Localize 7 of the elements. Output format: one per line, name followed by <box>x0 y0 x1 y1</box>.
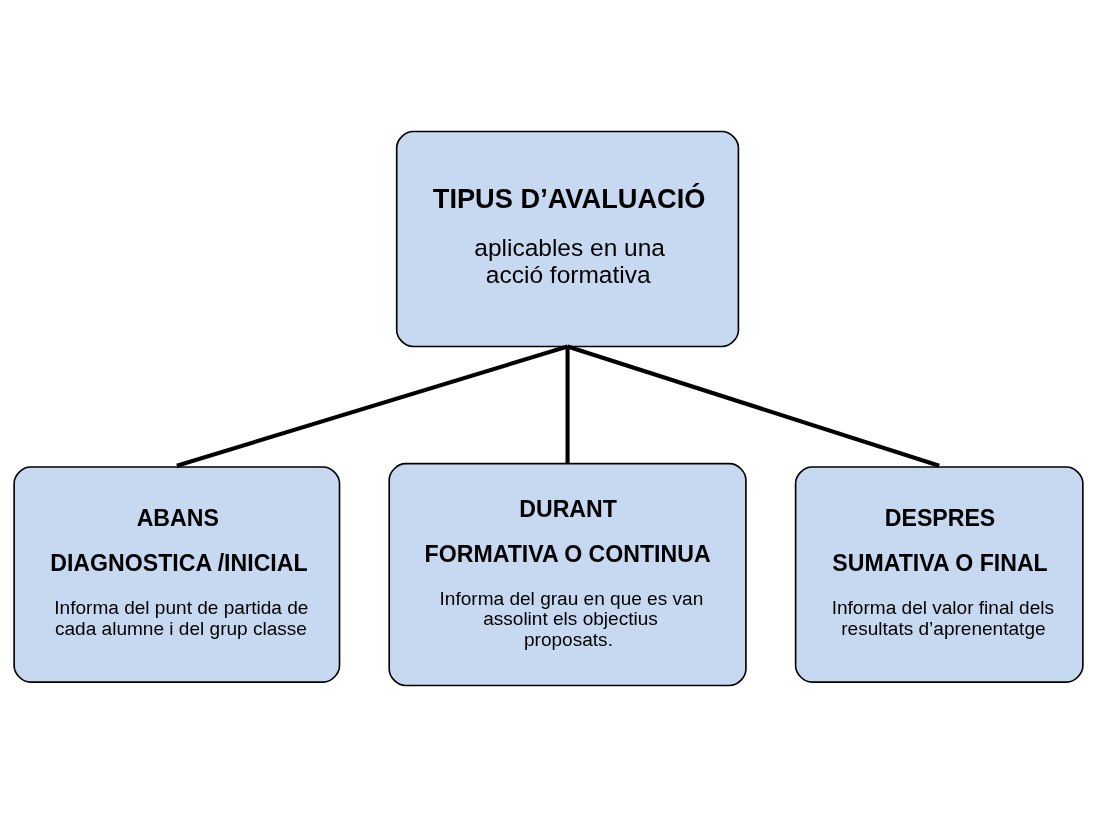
node-box: ABANS DIAGNOSTICA /INICIAL Informa del punt de partida de cada alumne i del grup classe <box>13 465 341 683</box>
node-box: DESPRES SUMATIVA O FINAL Informa del valor final dels resultats d’aprenentatge <box>794 465 1084 683</box>
connector <box>565 346 570 464</box>
node-box: TIPUS D’AVALUACIÓ aplicables en una acció formativa <box>395 130 740 347</box>
node-box: DURANT FORMATIVA O CONTINUA Informa del grau en que es van assolint els objectius proposats. <box>388 462 747 686</box>
connector <box>566 344 940 468</box>
connector <box>176 344 569 468</box>
